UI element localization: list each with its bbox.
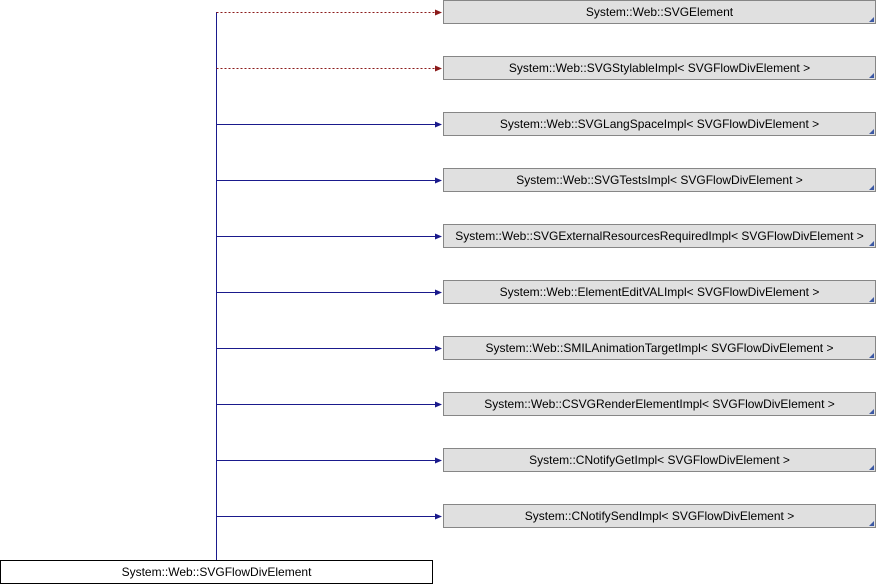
base-class-node-cnotify-get-impl[interactable]: System::CNotifyGetImpl< SVGFlowDivElemen… — [443, 448, 876, 472]
base-class-label: System::Web::CSVGRenderElementImpl< SVGF… — [484, 397, 835, 411]
inheritance-arrowhead — [435, 9, 442, 16]
base-class-node-smil-animation-target-impl[interactable]: System::Web::SMILAnimationTargetImpl< SV… — [443, 336, 876, 360]
base-class-node-csvg-render-element-impl[interactable]: System::Web::CSVGRenderElementImpl< SVGF… — [443, 392, 876, 416]
base-class-label: System::Web::ElementEditVALImpl< SVGFlow… — [499, 285, 820, 299]
inheritance-arrowhead — [435, 513, 442, 520]
inheritance-arrowhead — [435, 121, 442, 128]
inheritance-arrowhead — [435, 457, 442, 464]
base-class-label: System::CNotifySendImpl< SVGFlowDivEleme… — [524, 509, 795, 523]
base-class-node-svg-lang-space-impl[interactable]: System::Web::SVGLangSpaceImpl< SVGFlowDi… — [443, 112, 876, 136]
main-class-node: System::Web::SVGFlowDivElement — [0, 560, 433, 584]
base-class-label: System::Web::SVGLangSpaceImpl< SVGFlowDi… — [499, 117, 820, 131]
base-class-label: System::CNotifyGetImpl< SVGFlowDivElemen… — [529, 453, 790, 467]
base-class-node-svg-tests-impl[interactable]: System::Web::SVGTestsImpl< SVGFlowDivEle… — [443, 168, 876, 192]
inheritance-arrowhead — [435, 177, 442, 184]
inheritance-arrowhead — [435, 289, 442, 296]
base-class-node-svg-stylable-impl[interactable]: System::Web::SVGStylableImpl< SVGFlowDiv… — [443, 56, 876, 80]
inheritance-arrowhead — [435, 233, 442, 240]
inheritance-arrowhead — [435, 65, 442, 72]
base-class-node-svg-external-resources-required-impl[interactable]: System::Web::SVGExternalResourcesRequire… — [443, 224, 876, 248]
base-class-label: System::Web::SVGElement — [585, 5, 734, 19]
inheritance-arrowhead — [435, 345, 442, 352]
base-class-node-cnotify-send-impl[interactable]: System::CNotifySendImpl< SVGFlowDivEleme… — [443, 504, 876, 528]
base-class-node-svg-element[interactable]: System::Web::SVGElement — [443, 0, 876, 24]
base-class-label: System::Web::SVGExternalResourcesRequire… — [455, 229, 864, 243]
base-class-label: System::Web::SVGStylableImpl< SVGFlowDiv… — [508, 61, 811, 75]
base-class-node-element-edit-val-impl[interactable]: System::Web::ElementEditVALImpl< SVGFlow… — [443, 280, 876, 304]
main-class-label: System::Web::SVGFlowDivElement — [121, 565, 312, 579]
base-class-label: System::Web::SVGTestsImpl< SVGFlowDivEle… — [516, 173, 803, 187]
base-class-label: System::Web::SMILAnimationTargetImpl< SV… — [485, 341, 834, 355]
inheritance-arrowhead — [435, 401, 442, 408]
